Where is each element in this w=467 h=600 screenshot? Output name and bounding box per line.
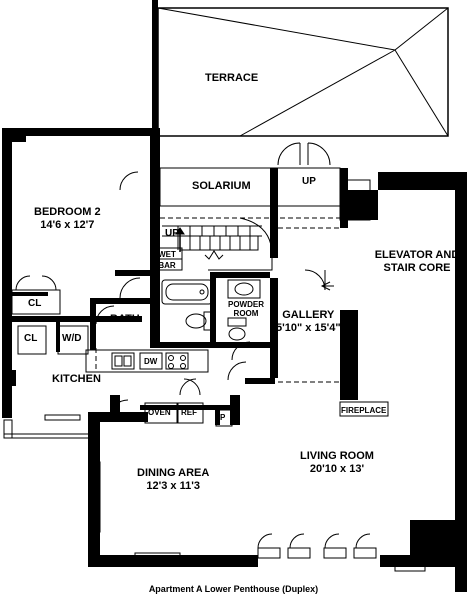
solarium-doors (119, 142, 331, 191)
room-label-gallery: GALLERY 5'10" x 15'4" (276, 309, 341, 334)
fixture-label-up-stair: UP (165, 228, 179, 239)
fixture-label-refrigerator: REF (181, 408, 197, 417)
room-label-terrace: TERRACE (205, 72, 259, 84)
fixture-label-pantry: P (220, 413, 226, 422)
gallery-dims: 5'10" x 15'4" (276, 321, 341, 334)
plan-caption: Apartment A Lower Penthouse (Duplex) (148, 584, 319, 594)
living-room-name: LIVING ROOM (300, 450, 374, 462)
fixture-label-dishwasher: DW (144, 357, 158, 366)
gallery-name: GALLERY (282, 309, 335, 321)
room-label-bath: BATH (110, 313, 140, 325)
room-label-closet-bedroom: CL (28, 298, 42, 309)
room-label-living-room: LIVING ROOM 20'10 x 13' (300, 450, 374, 475)
room-label-powder-room: POWDER ROOM (228, 300, 264, 319)
bath-fixtures (161, 279, 213, 331)
dining-area-name: DINING AREA (137, 467, 210, 479)
kitchen-counter (85, 349, 233, 427)
dining-area-dims: 12'3 x 11'3 (146, 479, 200, 492)
room-label-closet-hall: CL (24, 333, 38, 344)
room-label-dining-area: DINING AREA 12'3 x 11'3 (137, 467, 209, 492)
fixture-label-up-solarium: UP (302, 176, 316, 187)
stair[interactable] (162, 217, 273, 271)
wet-bar-counter (151, 247, 224, 271)
living-room-doors (257, 533, 377, 559)
room-label-elevator-core: ELEVATOR AND STAIR CORE (374, 249, 460, 274)
fixture-label-fireplace: FIREPLACE (341, 406, 387, 415)
room-label-kitchen: KITCHEN (52, 373, 101, 385)
powder-room-fixtures (227, 279, 261, 361)
dashed-lines (95, 217, 340, 383)
bedroom-2-dims: 14'6 x 12'7 (40, 218, 95, 231)
room-label-closet-solarium: CL (350, 193, 364, 204)
room-label-solarium: SOLARIUM (192, 180, 251, 192)
bedroom-2-name: BEDROOM 2 (34, 206, 101, 218)
terrace-area (152, 0, 449, 137)
closets (11, 179, 371, 355)
room-label-bedroom-2: BEDROOM 2 14'6 x 12'7 (34, 206, 101, 231)
interior-doors (95, 269, 334, 419)
interior-walls (12, 270, 278, 425)
fireplace-unit (339, 401, 389, 417)
room-label-washer-dryer: W/D (62, 333, 82, 344)
fixture-label-wet-bar: WET BAR (158, 250, 176, 270)
living-room-dims: 20'10 x 13' (309, 462, 365, 475)
fixture-label-oven: OVEN (148, 408, 171, 417)
exterior-walls (2, 128, 467, 592)
